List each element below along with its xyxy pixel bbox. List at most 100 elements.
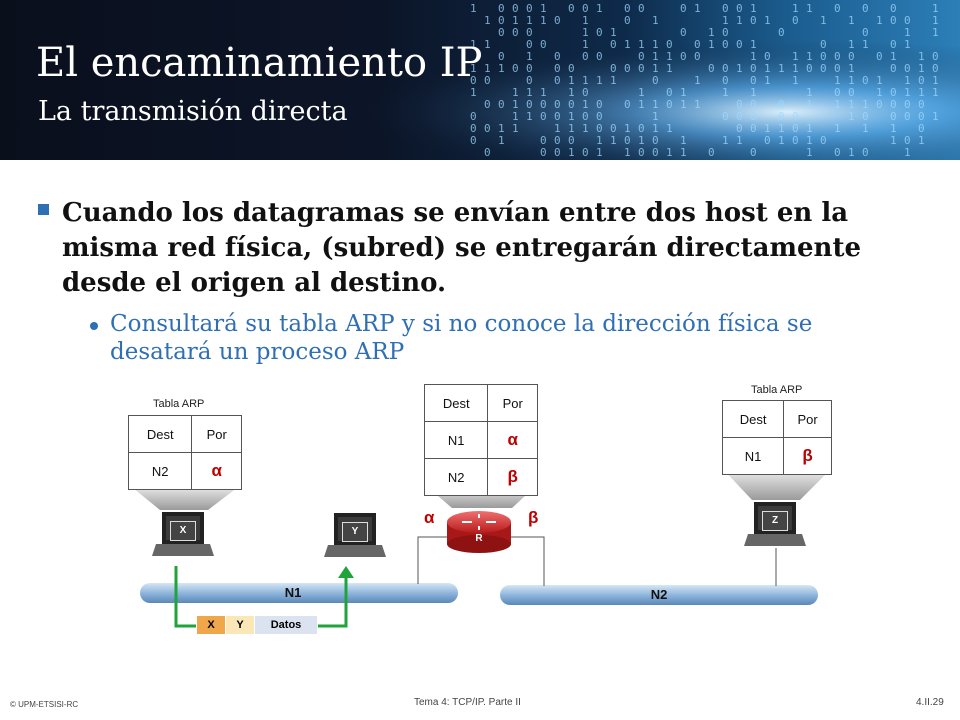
svg-text:1: 1 xyxy=(624,38,631,51)
host-x-label: X xyxy=(170,521,196,541)
page-title: El encaminamiento IP xyxy=(36,40,483,86)
svg-text:0: 0 xyxy=(624,134,631,147)
svg-text:0: 0 xyxy=(890,110,897,123)
svg-text:0: 0 xyxy=(610,122,617,135)
svg-text:1: 1 xyxy=(750,50,757,63)
svg-text:0: 0 xyxy=(890,62,897,75)
svg-text:0: 0 xyxy=(498,14,505,27)
svg-text:0: 0 xyxy=(736,38,743,51)
svg-text:0: 0 xyxy=(890,86,897,99)
footer-page-number: 4.II.29 xyxy=(916,697,944,708)
svg-text:1: 1 xyxy=(568,122,575,135)
svg-text:1: 1 xyxy=(652,62,659,75)
svg-text:0: 0 xyxy=(554,146,561,159)
svg-text:0: 0 xyxy=(624,62,631,75)
svg-text:0: 0 xyxy=(862,146,869,159)
table-cell-via: β xyxy=(783,437,832,475)
table-row: N1 α xyxy=(423,421,538,459)
svg-text:1: 1 xyxy=(652,14,659,27)
svg-text:0: 0 xyxy=(554,62,561,75)
svg-text:1: 1 xyxy=(806,134,813,147)
svg-text:1: 1 xyxy=(750,86,757,99)
svg-text:1: 1 xyxy=(848,146,855,159)
svg-text:0: 0 xyxy=(834,146,841,159)
svg-text:0: 0 xyxy=(848,86,855,99)
svg-text:0: 0 xyxy=(722,62,729,75)
svg-text:0: 0 xyxy=(568,134,575,147)
svg-text:1: 1 xyxy=(652,38,659,51)
svg-text:1: 1 xyxy=(582,14,589,27)
svg-text:1: 1 xyxy=(848,38,855,51)
svg-text:0: 0 xyxy=(540,98,547,111)
svg-text:0: 0 xyxy=(806,62,813,75)
svg-text:1: 1 xyxy=(568,110,575,123)
page-subtitle: La transmisión directa xyxy=(38,96,348,127)
svg-text:0: 0 xyxy=(750,98,757,111)
table-cell-dest: N1 xyxy=(721,437,785,475)
packet-source-field: X xyxy=(197,616,225,634)
svg-text:0: 0 xyxy=(876,50,883,63)
svg-text:0: 0 xyxy=(470,122,477,135)
svg-text:1: 1 xyxy=(722,134,729,147)
svg-text:1: 1 xyxy=(540,14,547,27)
table-header: Por xyxy=(487,384,538,422)
svg-text:0: 0 xyxy=(736,2,743,15)
svg-text:0: 0 xyxy=(890,38,897,51)
svg-text:1: 1 xyxy=(708,38,715,51)
svg-text:0: 0 xyxy=(820,50,827,63)
svg-text:0: 0 xyxy=(722,26,729,39)
svg-text:1: 1 xyxy=(638,134,645,147)
svg-text:1: 1 xyxy=(932,74,939,87)
table-row: N1 β xyxy=(721,437,832,475)
svg-text:0: 0 xyxy=(596,110,603,123)
svg-text:1: 1 xyxy=(834,74,841,87)
svg-text:0: 0 xyxy=(792,14,799,27)
svg-text:0: 0 xyxy=(512,62,519,75)
svg-text:0: 0 xyxy=(512,2,519,15)
svg-text:1: 1 xyxy=(596,74,603,87)
svg-text:1: 1 xyxy=(582,122,589,135)
svg-text:1: 1 xyxy=(806,2,813,15)
svg-text:0: 0 xyxy=(778,110,785,123)
svg-text:0: 0 xyxy=(750,122,757,135)
square-bullet-icon xyxy=(38,204,49,215)
table-cell-dest: N2 xyxy=(127,452,193,490)
router-n1-cable xyxy=(417,536,452,584)
svg-text:1: 1 xyxy=(778,62,785,75)
svg-text:0: 0 xyxy=(750,74,757,87)
svg-text:1: 1 xyxy=(834,122,841,135)
packet-destination-field: Y xyxy=(226,616,254,634)
svg-text:1: 1 xyxy=(932,86,939,99)
svg-text:0: 0 xyxy=(568,98,575,111)
svg-text:1: 1 xyxy=(610,74,617,87)
svg-text:0: 0 xyxy=(792,134,799,147)
table-header: Dest xyxy=(423,384,489,422)
svg-text:0: 0 xyxy=(652,134,659,147)
svg-text:1: 1 xyxy=(596,134,603,147)
svg-text:1: 1 xyxy=(652,50,659,63)
svg-text:1: 1 xyxy=(484,14,491,27)
svg-text:1: 1 xyxy=(890,134,897,147)
svg-text:1: 1 xyxy=(470,38,477,51)
svg-text:0: 0 xyxy=(876,98,883,111)
svg-text:1: 1 xyxy=(764,74,771,87)
svg-text:0: 0 xyxy=(834,62,841,75)
svg-text:1: 1 xyxy=(582,38,589,51)
svg-text:1: 1 xyxy=(512,86,519,99)
svg-text:1: 1 xyxy=(918,50,925,63)
svg-text:0: 0 xyxy=(862,74,869,87)
svg-text:0: 0 xyxy=(596,122,603,135)
svg-text:1: 1 xyxy=(512,14,519,27)
svg-text:0: 0 xyxy=(736,122,743,135)
svg-text:1: 1 xyxy=(638,38,645,51)
svg-text:0: 0 xyxy=(526,38,533,51)
svg-text:1: 1 xyxy=(568,74,575,87)
svg-text:0: 0 xyxy=(890,14,897,27)
svg-text:0: 0 xyxy=(554,50,561,63)
table-header: Por xyxy=(783,400,832,438)
svg-text:0: 0 xyxy=(694,38,701,51)
svg-text:0: 0 xyxy=(582,110,589,123)
svg-text:0: 0 xyxy=(638,62,645,75)
svg-text:0: 0 xyxy=(512,26,519,39)
